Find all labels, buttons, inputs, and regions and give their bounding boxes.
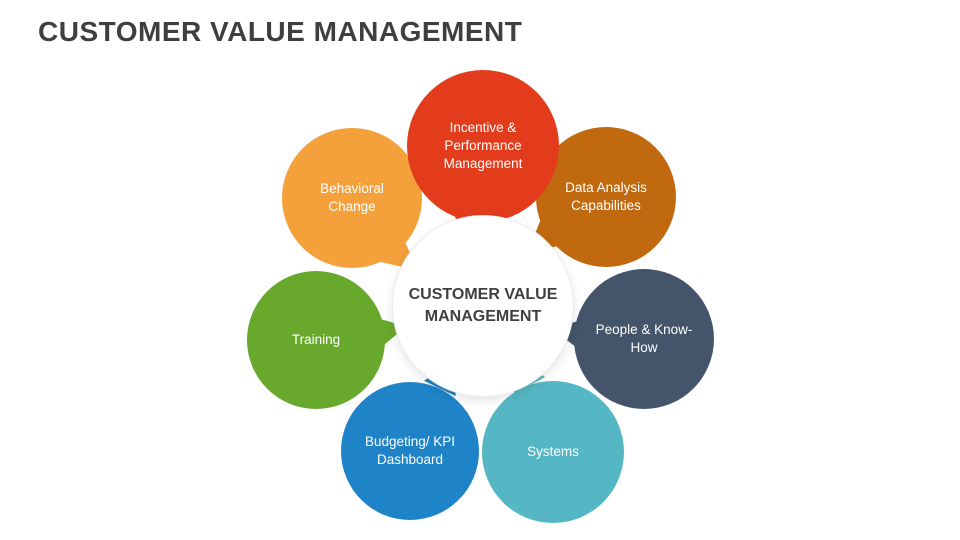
bubble-label: Behavioral Change: [320, 180, 384, 214]
bubble-training: Training: [247, 271, 385, 409]
bubble-budgeting-kpi-dashboard: Budgeting/ KPI Dashboard: [341, 382, 479, 520]
bubble-label: People & Know-How: [595, 321, 693, 355]
center-label: CUSTOMER VALUE MANAGEMENT: [408, 286, 558, 325]
bubble-people-know-how: People & Know-How: [574, 269, 714, 409]
bubble-systems: Systems: [482, 381, 624, 523]
bubble-label: Training: [291, 331, 341, 347]
bubble-label: Incentive & Performance Management: [443, 119, 523, 172]
bubble-data-analysis-capabilities: Data Analysis Capabilities: [536, 127, 676, 267]
bubble-label: Data Analysis Capabilities: [565, 179, 647, 213]
bubble-label: Budgeting/ KPI Dashboard: [364, 433, 456, 467]
bubble-incentive-performance-management: Incentive & Performance Management: [407, 70, 559, 222]
bubble-behavioral-change: Behavioral Change: [282, 128, 422, 268]
page-title: CUSTOMER VALUE MANAGEMENT: [38, 16, 523, 47]
bubble-label: Systems: [527, 443, 579, 459]
center-circle: CUSTOMER VALUE MANAGEMENT: [392, 215, 574, 397]
